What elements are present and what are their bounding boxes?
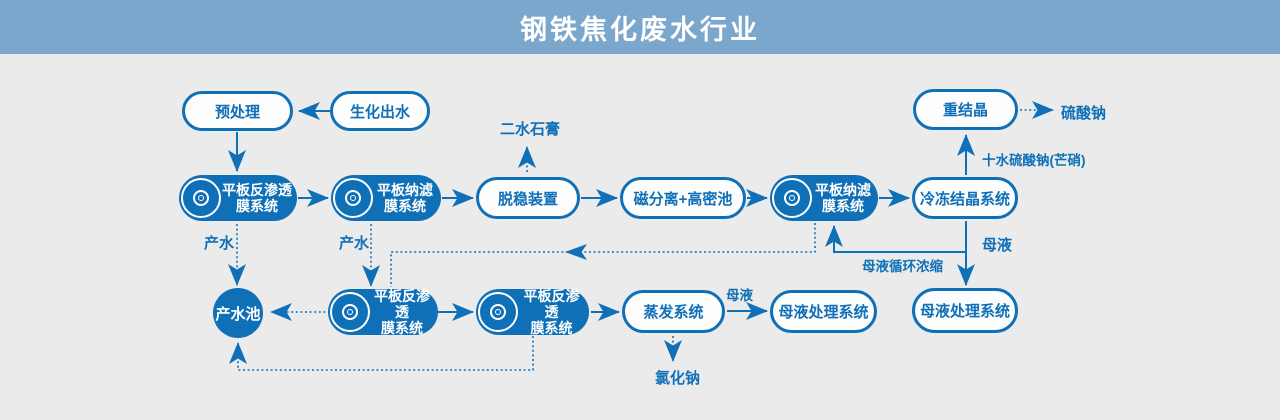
label-product-water-1: 产水 bbox=[204, 235, 235, 252]
membrane-disc-icon bbox=[330, 292, 370, 332]
label-mother-liquor-vertical: 母液 bbox=[982, 237, 1013, 254]
dotted-ro3-to-pool-loop bbox=[229, 336, 534, 371]
label-sodium-sulfate: 硫酸钠 bbox=[1061, 105, 1107, 122]
label-sodium-sulfate-decahydrate: 十水硫酸钠(芒硝) bbox=[982, 153, 1086, 168]
label-mother-liquor-horizontal: 母液 bbox=[726, 288, 753, 303]
concentrate-loop-arrowhead bbox=[565, 244, 587, 260]
node-label: 重结晶 bbox=[942, 102, 988, 119]
node-label: 预处理 bbox=[214, 103, 260, 121]
membrane-disc-icon bbox=[181, 178, 221, 218]
label-sodium-chloride: 氯化钠 bbox=[655, 370, 701, 387]
node-flat-nf-membrane-2: 平板纳滤 膜系统 bbox=[770, 175, 878, 221]
arrow-ml-recycle-to-nf2 bbox=[825, 225, 966, 253]
membrane-disc-icon bbox=[772, 178, 812, 218]
membrane-disc-icon bbox=[333, 178, 373, 218]
node-label: 母液处理系统 bbox=[919, 303, 1010, 320]
page-title: 钢铁焦化废水行业 bbox=[520, 14, 760, 45]
node-label: 蒸发系统 bbox=[643, 304, 704, 321]
node-product-water-pool: 产水池 bbox=[213, 288, 263, 338]
node-mother-liquor-treatment-2: 母液处理系统 bbox=[912, 288, 1018, 333]
node-label: 冷冻结晶系统 bbox=[919, 190, 1010, 208]
label-product-water-2: 产水 bbox=[339, 235, 370, 252]
node-label: 平板纳滤 膜系统 bbox=[377, 181, 433, 214]
membrane-disc-icon bbox=[478, 292, 518, 332]
node-flat-ro-membrane-2: 平板反渗透 膜系统 bbox=[328, 287, 438, 337]
label-dihydrate-gypsum: 二水石膏 bbox=[500, 121, 561, 138]
node-label: 生化出水 bbox=[349, 103, 410, 121]
label-mother-liquor-recycle: 母液循环浓缩 bbox=[862, 259, 943, 274]
node-evaporation: 蒸发系统 bbox=[622, 290, 725, 333]
node-mother-liquor-treatment-1: 母液处理系统 bbox=[770, 290, 877, 333]
node-label: 磁分离+高密池 bbox=[633, 190, 733, 208]
node-label: 平板反渗透 膜系统 bbox=[222, 181, 292, 214]
node-freeze-crystallization: 冷冻结晶系统 bbox=[912, 177, 1018, 219]
node-label: 产水池 bbox=[215, 305, 261, 323]
node-label: 脱稳装置 bbox=[497, 190, 558, 208]
node-label: 母液处理系统 bbox=[778, 304, 869, 321]
node-pretreatment: 预处理 bbox=[182, 91, 293, 131]
node-label: 平板反渗透 膜系统 bbox=[374, 287, 430, 337]
node-flat-ro-membrane-1: 平板反渗透 膜系统 bbox=[179, 175, 297, 221]
node-destabilization: 脱稳装置 bbox=[476, 177, 580, 219]
node-recrystallization: 重结晶 bbox=[913, 89, 1018, 130]
node-magnetic-separation-pool: 磁分离+高密池 bbox=[620, 177, 746, 219]
node-flat-ro-membrane-3: 平板反渗透 膜系统 bbox=[476, 287, 589, 337]
node-label: 平板纳滤 膜系统 bbox=[815, 181, 871, 214]
title-bar: 钢铁焦化废水行业 bbox=[0, 0, 1280, 54]
node-flat-nf-membrane-1: 平板纳滤 膜系统 bbox=[331, 175, 441, 221]
node-label: 平板反渗透 膜系统 bbox=[523, 287, 580, 337]
node-biochemical-effluent: 生化出水 bbox=[330, 91, 430, 131]
dotted-nf2-concentrate-loop bbox=[390, 223, 816, 287]
